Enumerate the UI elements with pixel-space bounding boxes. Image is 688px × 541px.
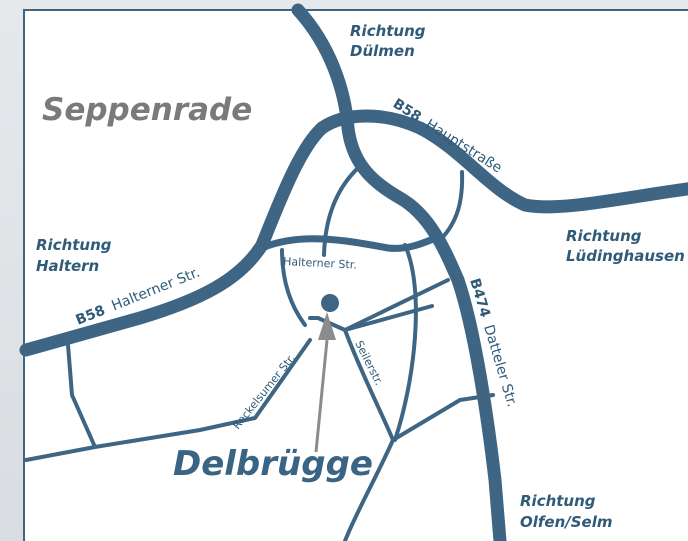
road-east-curve bbox=[393, 243, 418, 442]
road-centre-south bbox=[343, 328, 395, 442]
road-west-inner bbox=[280, 248, 307, 327]
map-panel bbox=[23, 9, 688, 541]
road-halterner-local bbox=[258, 232, 444, 252]
major-roads bbox=[19, 3, 688, 541]
road-west-loop bbox=[66, 343, 97, 449]
direction-duelmen-line2: Dülmen bbox=[350, 42, 415, 60]
direction-haltern-line1: Richtung bbox=[36, 236, 112, 254]
direction-luedinghausen-line2: Lüdinghausen bbox=[566, 247, 685, 265]
direction-duelmen-line1: Richtung bbox=[350, 22, 426, 40]
direction-luedinghausen-line1: Richtung bbox=[566, 227, 642, 245]
road-b58-west bbox=[19, 121, 329, 357]
direction-haltern: Richtung Haltern bbox=[36, 236, 112, 275]
direction-olfen-line2: Olfen/Selm bbox=[520, 513, 613, 531]
road-b58-east bbox=[315, 109, 688, 214]
direction-luedinghausen: Richtung Lüdinghausen bbox=[566, 227, 685, 265]
target-pointer bbox=[314, 312, 336, 453]
target-marker[interactable] bbox=[321, 294, 339, 312]
road-south bbox=[343, 438, 395, 541]
road-north bbox=[291, 3, 465, 287]
road-north-inner bbox=[322, 166, 360, 257]
road-label-halterner-local: Halterner Str. bbox=[283, 255, 357, 272]
direction-olfen-line1: Richtung bbox=[520, 492, 596, 510]
direction-haltern-line2: Haltern bbox=[36, 257, 99, 275]
direction-duelmen: Richtung Dülmen bbox=[350, 22, 426, 60]
target-label: Delbrügge bbox=[173, 444, 373, 484]
town-label: Seppenrade bbox=[42, 92, 252, 128]
road-b474 bbox=[451, 273, 507, 541]
direction-olfen: Richtung Olfen/Selm bbox=[520, 492, 613, 531]
road-south-west bbox=[24, 338, 312, 462]
road-hauptstr-link bbox=[438, 170, 465, 242]
